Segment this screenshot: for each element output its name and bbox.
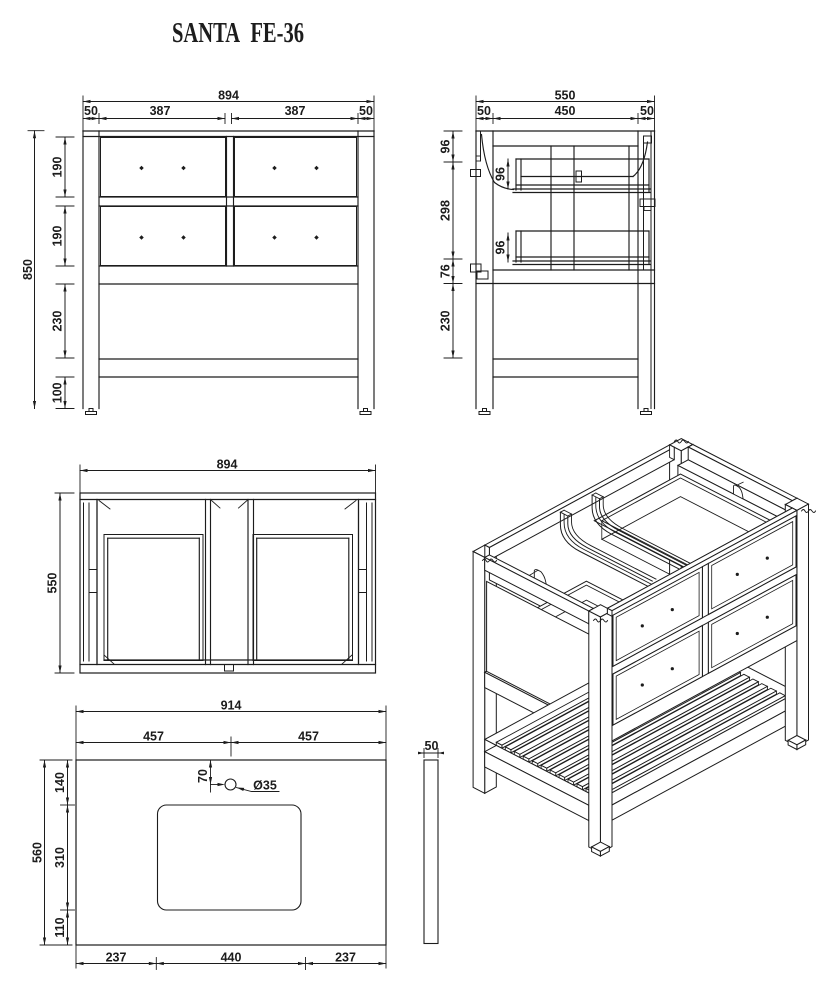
- svg-text:SANTA FE-36: SANTA FE-36: [172, 17, 304, 49]
- svg-text:96: 96: [494, 241, 508, 255]
- svg-text:894: 894: [217, 458, 238, 472]
- svg-text:190: 190: [51, 226, 65, 247]
- svg-text:237: 237: [335, 951, 356, 965]
- svg-text:450: 450: [555, 104, 576, 118]
- svg-text:457: 457: [143, 730, 164, 744]
- svg-text:190: 190: [51, 157, 65, 178]
- svg-text:50: 50: [640, 104, 654, 118]
- svg-text:Ø35: Ø35: [253, 779, 277, 793]
- svg-text:50: 50: [425, 739, 439, 753]
- svg-text:110: 110: [53, 917, 67, 937]
- svg-text:310: 310: [53, 847, 67, 868]
- svg-text:387: 387: [150, 104, 171, 118]
- svg-text:50: 50: [84, 104, 98, 118]
- svg-text:387: 387: [285, 104, 306, 118]
- svg-text:230: 230: [439, 310, 453, 331]
- svg-text:914: 914: [221, 699, 242, 713]
- svg-text:560: 560: [31, 842, 45, 863]
- svg-text:237: 237: [106, 951, 127, 965]
- svg-text:550: 550: [46, 573, 60, 594]
- svg-text:50: 50: [359, 104, 373, 118]
- svg-text:298: 298: [439, 200, 453, 221]
- svg-text:440: 440: [221, 951, 242, 965]
- svg-text:457: 457: [298, 730, 319, 744]
- svg-text:96: 96: [494, 167, 508, 181]
- svg-text:70: 70: [196, 769, 210, 783]
- svg-text:96: 96: [439, 140, 453, 154]
- svg-text:50: 50: [477, 104, 491, 118]
- svg-text:140: 140: [53, 772, 67, 793]
- svg-text:550: 550: [555, 89, 576, 103]
- svg-text:850: 850: [21, 259, 35, 280]
- svg-text:894: 894: [218, 89, 239, 103]
- svg-text:100: 100: [51, 382, 65, 403]
- svg-text:76: 76: [439, 264, 453, 278]
- svg-text:230: 230: [51, 311, 65, 332]
